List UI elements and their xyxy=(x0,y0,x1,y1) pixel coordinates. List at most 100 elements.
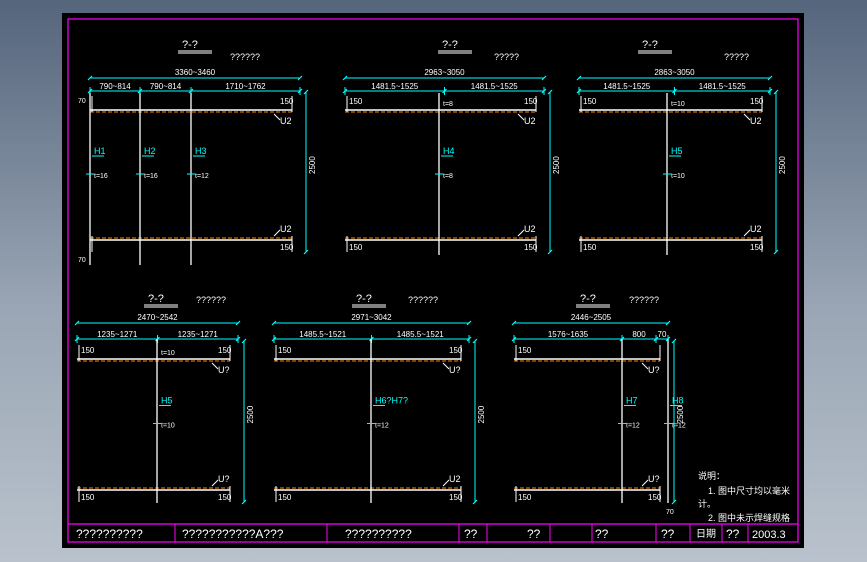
top-weld-label: U? xyxy=(648,365,660,375)
bottom-left-dim: 150 xyxy=(81,493,95,502)
top-weld-label: U? xyxy=(449,365,461,375)
bottom-flange-dim: 150 xyxy=(648,493,662,502)
panel-scale: ????? xyxy=(494,52,519,62)
bottom-weld-leader xyxy=(641,479,649,487)
top-weld-label: U2 xyxy=(524,116,536,126)
dim-tick xyxy=(87,75,93,81)
stiffener-thickness: t=12 xyxy=(626,423,640,430)
notes: 说明： 1. 图中尺寸均以毫米 计。 2. 图中未示焊缝规格 xyxy=(698,470,790,523)
dim-tick xyxy=(297,75,303,81)
overall-dim-text: 3360~3460 xyxy=(175,68,216,77)
stiffener-label: H5 xyxy=(671,146,683,156)
dim-tick xyxy=(773,89,779,95)
top-thickness: t=10 xyxy=(161,350,175,357)
bottom-left-dim: 150 xyxy=(349,243,363,252)
left-flange-dim: 150 xyxy=(278,346,292,355)
right-bottom-mark: 70 xyxy=(666,509,674,516)
stiffener-label: H6?H7? xyxy=(375,396,408,406)
top-flange-dim: 150 xyxy=(750,97,764,106)
overall-dim-text: 2971~3042 xyxy=(351,313,392,322)
drawing-sheet: ?????????? ???????????A??? ?????????? ??… xyxy=(62,13,804,548)
top-flange-dim: 150 xyxy=(524,97,538,106)
stiffener-label: H8 xyxy=(672,396,684,406)
dim-tick xyxy=(472,499,478,505)
stiffener-thickness: t=8 xyxy=(443,173,453,180)
left-flange-dim: 150 xyxy=(518,346,532,355)
bottom-flange-dim: 150 xyxy=(280,243,294,252)
top-flange-dim: 150 xyxy=(218,346,232,355)
top-weld-leader xyxy=(442,362,450,370)
panel-scale: ?????? xyxy=(408,295,438,305)
dim-tick xyxy=(241,499,247,505)
sub-dim-text: 1481.5~1525 xyxy=(603,82,650,91)
bottom-weld-label: U2 xyxy=(750,224,762,234)
stiffener-label: H2 xyxy=(144,146,156,156)
bottom-left-dim: 150 xyxy=(278,493,292,502)
bottom-weld-leader xyxy=(211,479,219,487)
bottom-weld-label: U2 xyxy=(280,224,292,234)
top-weld-label: U2 xyxy=(750,116,762,126)
top-flange-dim: 150 xyxy=(449,346,463,355)
title-block: ?????????? ???????????A??? ?????????? ??… xyxy=(68,523,798,542)
stiffener-thickness: t=16 xyxy=(94,173,108,180)
outer-frame xyxy=(67,18,799,543)
stiffener-label: H3 xyxy=(195,146,207,156)
sub-dim-text: 1481.5~1525 xyxy=(699,82,746,91)
overall-dim-text: 2470~2542 xyxy=(137,313,178,322)
bottom-mark: 70 xyxy=(78,257,86,264)
dim-tick xyxy=(511,320,517,326)
dim-tick xyxy=(74,320,80,326)
dim-tick xyxy=(665,320,671,326)
dim-tick xyxy=(303,249,309,255)
panel-title: ?-? xyxy=(148,293,164,305)
left-flange-dim: 150 xyxy=(349,97,363,106)
height-dim-text: 2500 xyxy=(676,405,685,423)
sub-dim-text: 790~814 xyxy=(150,82,182,91)
height-dim-text: 2500 xyxy=(246,405,255,423)
height-dim-text: 2500 xyxy=(308,156,317,174)
tb-cell: ?? xyxy=(661,527,675,541)
sub-dim-text: 1710~1762 xyxy=(225,82,266,91)
dim-tick xyxy=(671,499,677,505)
tb-cell: ?? xyxy=(595,527,609,541)
tb-cell: ?????????? xyxy=(345,527,412,541)
bottom-weld-leader xyxy=(517,229,525,237)
notes-heading: 说明： xyxy=(698,470,725,481)
top-weld-label: U2 xyxy=(280,116,292,126)
dim-tick xyxy=(547,249,553,255)
bottom-left-dim: 150 xyxy=(518,493,532,502)
dim-tick xyxy=(271,320,277,326)
dim-tick xyxy=(235,320,241,326)
sub-dim-text: 1485.5~1521 xyxy=(397,330,444,339)
tb-cell: ???????????A??? xyxy=(182,527,284,541)
panel-scale: ?????? xyxy=(230,52,260,62)
bottom-weld-label: U? xyxy=(648,474,660,484)
stiffener-thickness: t=12 xyxy=(375,423,389,430)
panel-title: ?-? xyxy=(642,39,658,51)
tb-cell: ?? xyxy=(726,527,740,541)
dim-tick xyxy=(773,249,779,255)
bottom-weld-leader xyxy=(273,229,281,237)
bottom-weld-leader xyxy=(743,229,751,237)
left-mark: 70 xyxy=(78,98,86,105)
stiffener-thickness: t=12 xyxy=(672,423,686,430)
top-thickness: t=8 xyxy=(443,101,453,108)
tb-cell: ?? xyxy=(527,527,541,541)
stiffener-label: H4 xyxy=(443,146,455,156)
bottom-weld-label: U2 xyxy=(524,224,536,234)
tb-cell: ?????????? xyxy=(76,527,143,541)
stiffener-thickness: t=12 xyxy=(195,173,209,180)
dim-tick xyxy=(472,338,478,344)
overall-dim-text: 2446~2505 xyxy=(571,313,612,322)
sub-dim-text: 1576~1635 xyxy=(548,330,589,339)
bottom-flange-dim: 150 xyxy=(524,243,538,252)
top-weld-label: U? xyxy=(218,365,230,375)
panel-title: ?-? xyxy=(356,293,372,305)
